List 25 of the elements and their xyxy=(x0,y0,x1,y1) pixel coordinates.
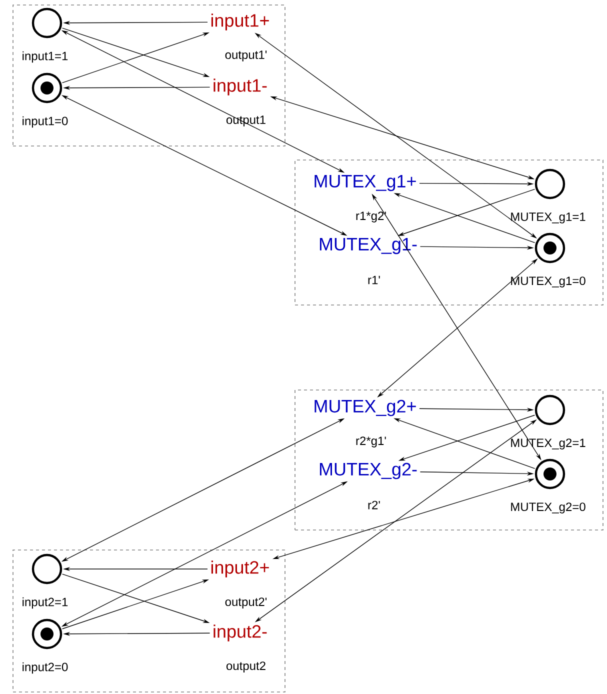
place-label: input2=1 xyxy=(22,597,68,609)
place-label: MUTEX_g2=0 xyxy=(511,502,586,514)
transition-label: input1- xyxy=(214,78,267,96)
place-label: input2=0 xyxy=(22,662,68,674)
transition-label: input2- xyxy=(214,624,267,642)
transition-name: r1*g2' xyxy=(356,212,386,222)
transition-label: MUTEX_g2- xyxy=(320,462,417,480)
transition-label: input1+ xyxy=(211,14,269,30)
transition-label: input2+ xyxy=(211,560,269,578)
transition-name: output2' xyxy=(225,598,267,608)
place-label: MUTEX_g1=0 xyxy=(511,276,586,288)
transition-name: output1' xyxy=(225,50,267,62)
transition-name: r2' xyxy=(368,500,380,510)
transition-label: MUTEX_g1+ xyxy=(314,174,416,192)
transition-name: output2 xyxy=(226,662,266,672)
transition-label: MUTEX_g2+ xyxy=(314,400,416,416)
group-box xyxy=(294,160,604,306)
place-label: input1=1 xyxy=(22,51,68,63)
place-label: MUTEX_g1=1 xyxy=(511,212,586,224)
group-box xyxy=(12,4,286,146)
group-box xyxy=(294,390,604,530)
group-box xyxy=(12,550,286,692)
transition-name: r2*g1' xyxy=(356,436,386,448)
place-label: input1=0 xyxy=(22,116,68,128)
transition-name: r1' xyxy=(368,276,380,284)
